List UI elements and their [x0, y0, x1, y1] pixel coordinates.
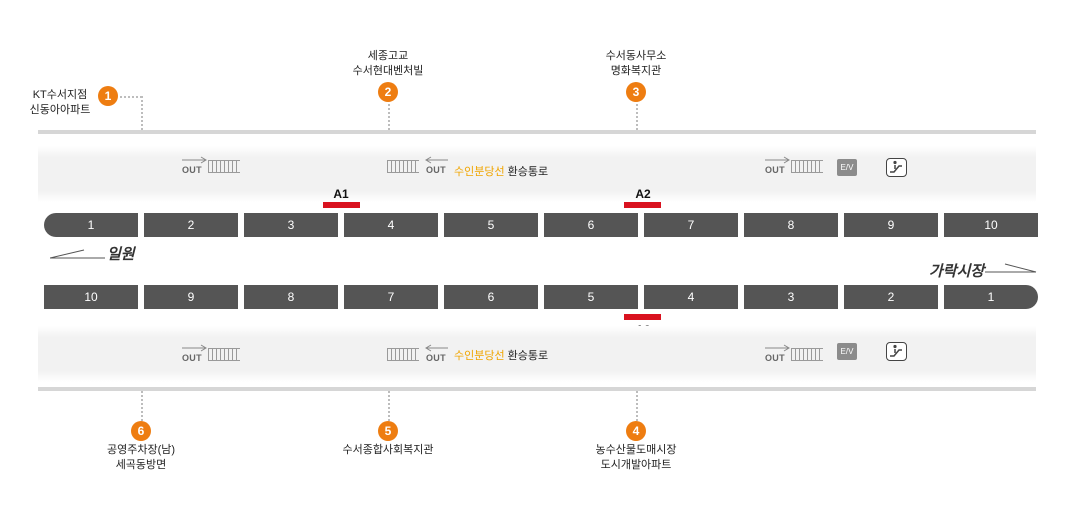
out-arrow-icon — [765, 344, 790, 352]
bottom-car-6[interactable]: 6 — [444, 285, 538, 309]
bottom-concourse — [38, 326, 1036, 382]
bottom-car-9[interactable]: 9 — [144, 285, 238, 309]
exit-2-badge[interactable]: 2 — [378, 82, 398, 102]
exit-4-line-2: 도시개발아파트 — [600, 459, 672, 471]
exit-1-leader-horizontal — [120, 96, 142, 98]
transfer-text: 환승통로 — [507, 166, 549, 178]
exit-5-line-1: 수서종합사회복지관 — [342, 444, 434, 456]
exit-4-line-1: 농수산물도매시장 — [595, 444, 677, 456]
out-label: OUT — [765, 165, 785, 175]
top-car-10[interactable]: 10 — [944, 213, 1038, 237]
top-car-1[interactable]: 1 — [44, 213, 138, 237]
exit-1-line-1: KT수서지점 — [32, 89, 88, 101]
exit-3-leader — [636, 104, 638, 130]
out-arrow-icon — [765, 156, 790, 164]
top-car-4[interactable]: 4 — [344, 213, 438, 237]
bottom-car-7[interactable]: 7 — [344, 285, 438, 309]
door-a1-label: A1 — [333, 187, 349, 201]
out-label: OUT — [182, 165, 202, 175]
exit-6-line-2: 세곡동방면 — [115, 459, 167, 471]
exit-2-line-2: 수서현대벤처빌 — [352, 65, 424, 77]
direction-garak-market: 가락시장 — [929, 263, 985, 280]
bottom-car-4[interactable]: 4 — [644, 285, 738, 309]
bottom-platform-rail — [38, 387, 1036, 391]
exit-6-line-1: 공영주차장(남) — [106, 444, 176, 456]
stairs-icon — [387, 160, 419, 173]
bottom-car-3[interactable]: 3 — [744, 285, 838, 309]
top-car-7[interactable]: 7 — [644, 213, 738, 237]
top-car-2[interactable]: 2 — [144, 213, 238, 237]
door-a2-label: A2 — [635, 187, 651, 201]
exit-6-badge[interactable]: 6 — [131, 421, 151, 441]
exit-1-line-2: 신동아아파트 — [29, 104, 91, 116]
bottom-car-1[interactable]: 1 — [944, 285, 1038, 309]
out-label: OUT — [426, 353, 446, 363]
exit-5-badge[interactable]: 5 — [378, 421, 398, 441]
exit-3-line-2: 명화복지관 — [610, 65, 662, 77]
exit-2-leader — [388, 104, 390, 130]
top-car-5[interactable]: 5 — [444, 213, 538, 237]
door-a3-marker[interactable] — [624, 314, 661, 320]
direction-ilwon: 일원 — [107, 246, 135, 263]
stairs-icon — [387, 348, 419, 361]
exit-2-label: 세종고교 수서현대벤처빌 — [313, 49, 463, 79]
exit-5-label: 수서종합사회복지관 — [313, 443, 463, 458]
exit-6-leader — [141, 391, 143, 421]
exit-3-badge[interactable]: 3 — [626, 82, 646, 102]
bottom-car-10[interactable]: 10 — [44, 285, 138, 309]
escalator-icon[interactable] — [886, 342, 907, 361]
exit-4-badge[interactable]: 4 — [626, 421, 646, 441]
direction-right-arrow-icon — [985, 263, 1037, 273]
door-a2-marker[interactable] — [624, 202, 661, 208]
direction-left-arrow-icon — [50, 249, 105, 259]
exit-1-leader — [141, 96, 143, 130]
exit-4-label: 농수산물도매시장 도시개발아파트 — [561, 443, 711, 473]
out-arrow-left-icon — [425, 344, 448, 352]
exit-5-leader — [388, 391, 390, 421]
transfer-line-name: 수인분당선 — [454, 166, 505, 178]
out-label: OUT — [182, 353, 202, 363]
transfer-passage[interactable]: 수인분당선 환승통로 — [454, 163, 548, 179]
exit-1-badge[interactable]: 1 — [98, 86, 118, 106]
bottom-car-8[interactable]: 8 — [244, 285, 338, 309]
stairs-icon — [791, 348, 823, 361]
door-a1-marker[interactable] — [323, 202, 360, 208]
out-arrow-icon — [182, 156, 207, 164]
stairs-icon — [208, 348, 240, 361]
bottom-car-2[interactable]: 2 — [844, 285, 938, 309]
exit-4-leader — [636, 391, 638, 421]
top-car-8[interactable]: 8 — [744, 213, 838, 237]
exit-3-label: 수서동사무소 명화복지관 — [561, 49, 711, 79]
stairs-icon — [791, 160, 823, 173]
top-car-9[interactable]: 9 — [844, 213, 938, 237]
exit-6-label: 공영주차장(남) 세곡동방면 — [66, 443, 216, 473]
bottom-car-5[interactable]: 5 — [544, 285, 638, 309]
top-car-6[interactable]: 6 — [544, 213, 638, 237]
exit-3-line-1: 수서동사무소 — [605, 50, 667, 62]
out-label: OUT — [765, 353, 785, 363]
out-arrow-left-icon — [425, 156, 448, 164]
exit-2-line-1: 세종고교 — [367, 50, 409, 62]
top-car-3[interactable]: 3 — [244, 213, 338, 237]
stairs-icon — [208, 160, 240, 173]
out-label: OUT — [426, 165, 446, 175]
escalator-icon[interactable] — [886, 158, 907, 177]
elevator-icon[interactable]: E/V — [837, 343, 857, 360]
elevator-icon[interactable]: E/V — [837, 159, 857, 176]
top-concourse — [38, 146, 1036, 202]
top-platform-rail — [38, 130, 1036, 134]
out-arrow-icon — [182, 344, 207, 352]
transfer-line-name: 수인분당선 — [454, 350, 505, 362]
exit-1-label: KT수서지점 신동아아파트 — [0, 88, 135, 118]
transfer-passage[interactable]: 수인분당선 환승통로 — [454, 347, 548, 363]
transfer-text: 환승통로 — [507, 350, 549, 362]
